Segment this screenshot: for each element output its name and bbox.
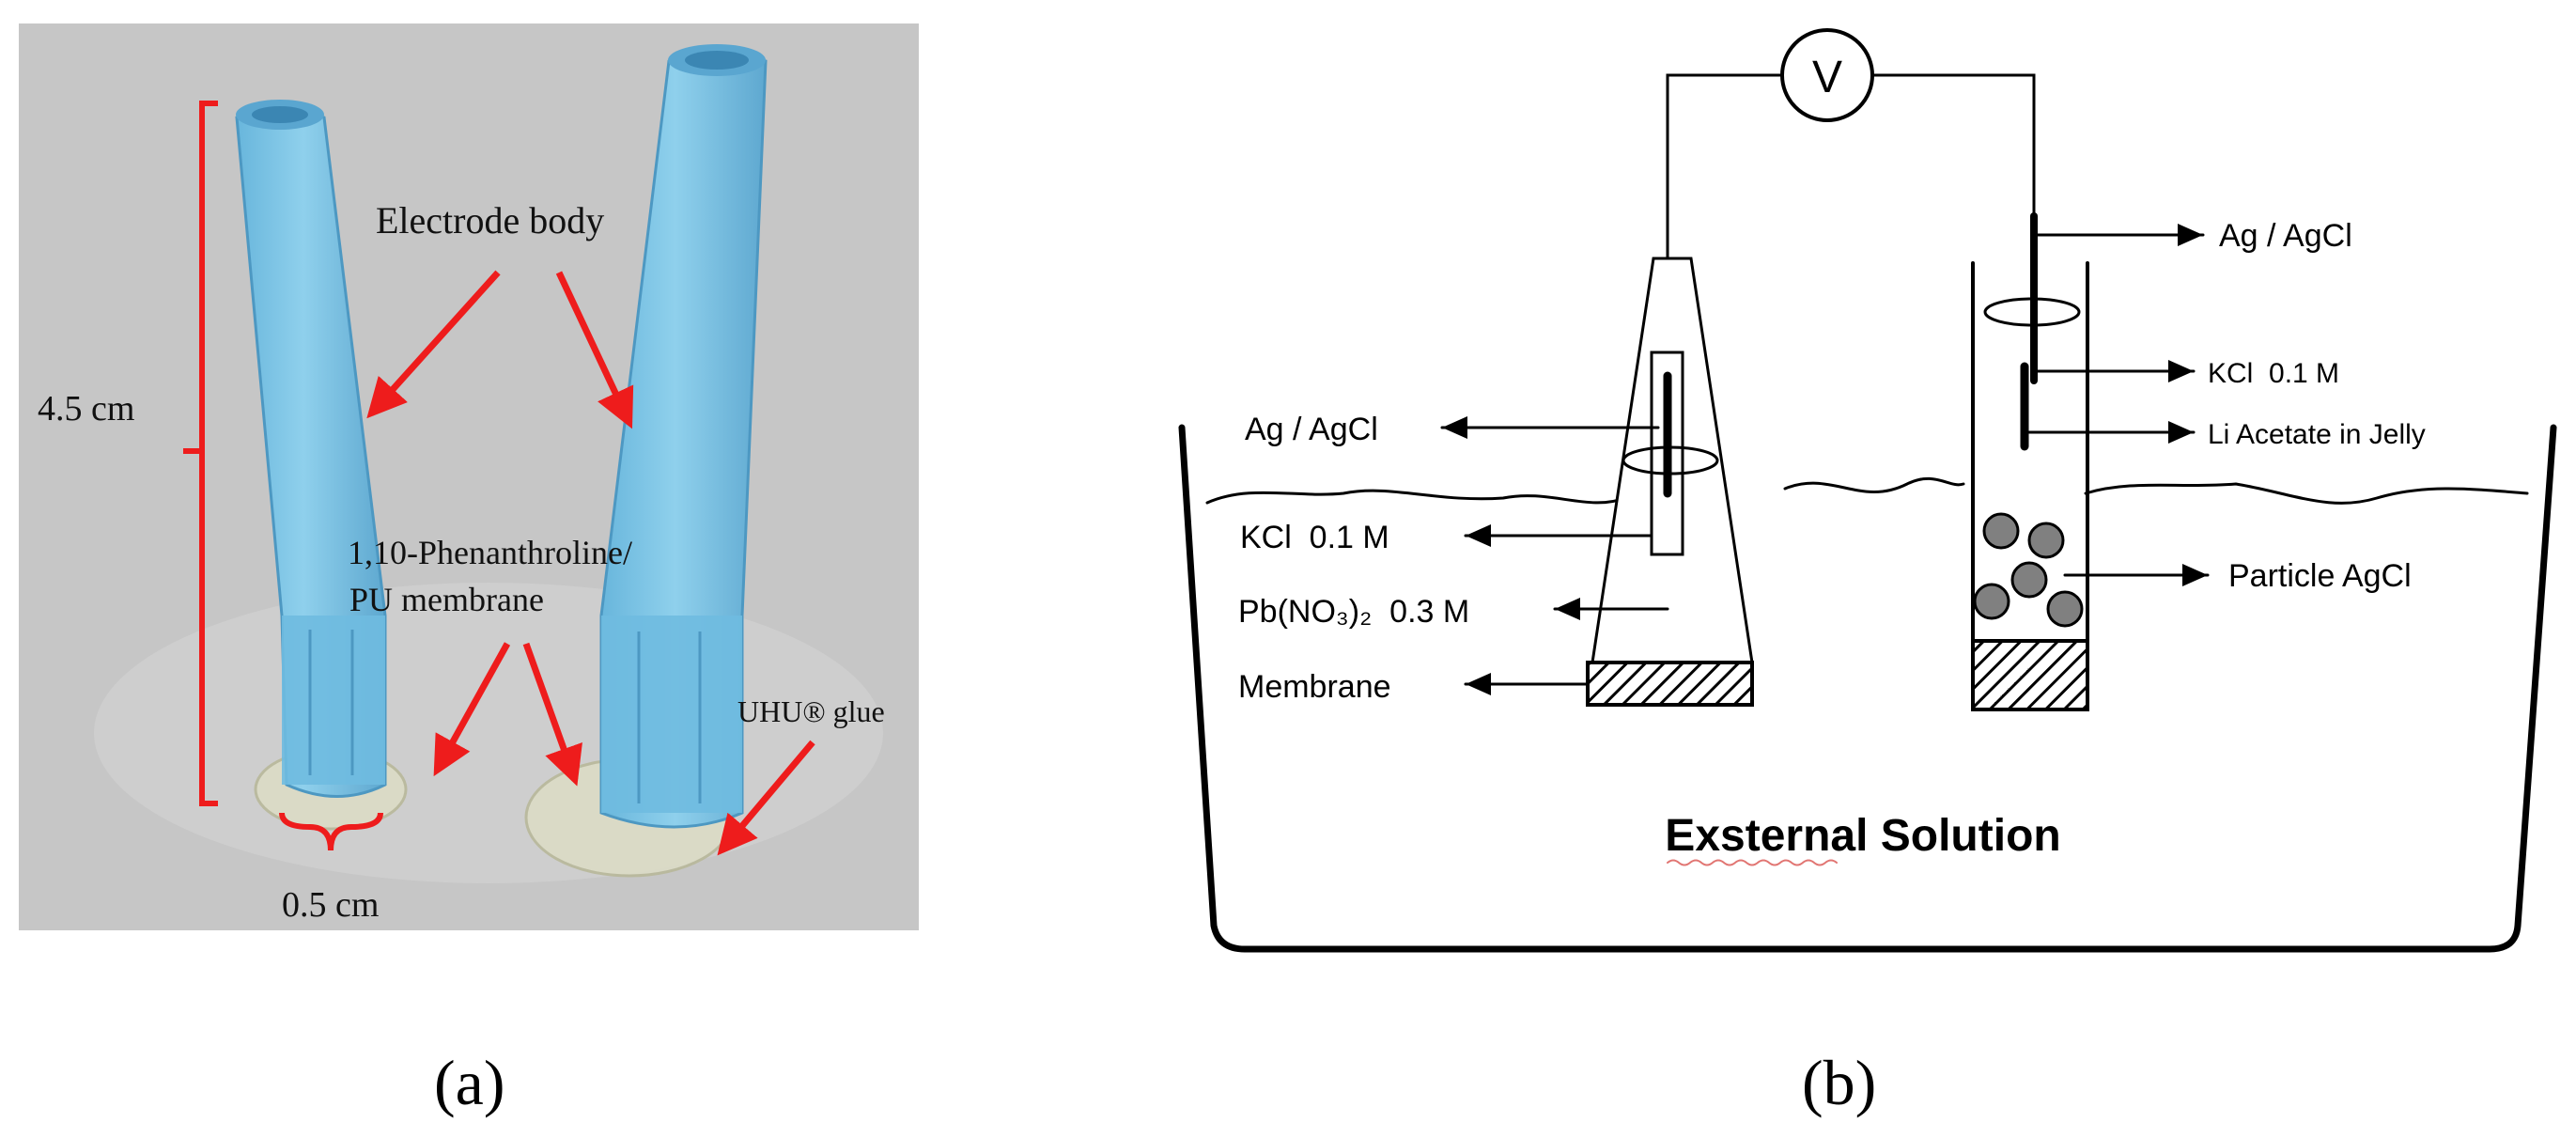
wire-left (1666, 73, 1782, 340)
label-electrode-body: Electrode body (376, 199, 604, 242)
voltmeter-label: V (1812, 53, 1842, 102)
electrode-tube-left (235, 100, 387, 798)
spellcheck-underline (1667, 859, 1838, 866)
label-right-particle: Particle AgCl (2228, 558, 2412, 594)
label-right-li-acetate: Li Acetate in Jelly (2208, 419, 2426, 450)
right-membrane (1971, 639, 2089, 711)
agcl-particles (1973, 512, 2084, 628)
label-external-solution: Exsternal Solution (1665, 811, 2060, 861)
arrow-membrane-left (433, 642, 511, 777)
left-membrane (1586, 661, 1754, 707)
label-left-kcl: KCl 0.1 M (1240, 520, 1389, 555)
particle (2027, 522, 2065, 559)
label-left-pb-no3: Pb(NO₃)₂ 0.3 M (1238, 594, 1469, 630)
label-right-ag-agcl: Ag / AgCl (2219, 218, 2352, 254)
particle (2046, 590, 2084, 628)
arrow-body-right (555, 271, 634, 429)
diameter-brace (279, 812, 383, 851)
electrode-tube-right (599, 44, 768, 829)
label-left-membrane: Membrane (1238, 669, 1391, 705)
wire-right (1872, 73, 2036, 218)
label-membrane-line2: PU membrane (349, 581, 544, 618)
height-bracket (183, 101, 218, 806)
particle (1982, 512, 2020, 550)
arrow-body-left (366, 270, 501, 419)
beaker (1178, 424, 2557, 953)
voltmeter (1780, 28, 1874, 122)
arrow-glue (717, 740, 815, 856)
left-seal-ring (1622, 445, 1719, 475)
panel-a: Electrode body 4.5 cm 1,10-Phenanthrolin… (19, 23, 919, 1118)
arrow-membrane-right (522, 642, 582, 787)
solution-surface (1205, 482, 2529, 505)
label-left-ag-agcl: Ag / AgCl (1245, 412, 1378, 447)
panel-b-label: (b) (1802, 1047, 1876, 1118)
label-diameter: 0.5 cm (282, 885, 379, 925)
panel-a-label: (a) (434, 1047, 504, 1118)
panel-b: V Ag / AgCl KCl 0.1 (1178, 28, 2557, 1118)
label-glue: UHU® glue (737, 694, 885, 728)
label-right-kcl: KCl 0.1 M (2208, 358, 2339, 389)
label-height: 4.5 cm (38, 389, 134, 429)
particle (2010, 561, 2048, 599)
particle (1973, 583, 2010, 620)
label-membrane-line1: 1,10-Phenanthroline/ (348, 534, 632, 571)
